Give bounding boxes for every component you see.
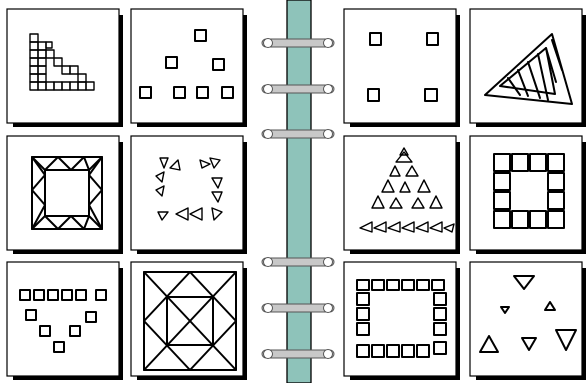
- card-square-frame-triangles[interactable]: [7, 136, 123, 254]
- card-four-corner-squares[interactable]: [344, 9, 460, 127]
- ring: [262, 304, 334, 313]
- card-staircase-of-squares[interactable]: [7, 9, 123, 127]
- ring: [262, 39, 334, 48]
- card-heart-of-squares[interactable]: [7, 262, 123, 380]
- left-page: [7, 9, 247, 380]
- right-page: [344, 9, 586, 380]
- ring: [262, 258, 334, 267]
- binding-spine: [287, 0, 311, 383]
- card-triangle-tree[interactable]: [344, 136, 460, 254]
- ring: [262, 130, 334, 139]
- card-rectangle-of-squares[interactable]: [344, 262, 460, 380]
- card-square-star-grid[interactable]: [131, 262, 247, 380]
- ring: [262, 350, 334, 359]
- ring: [262, 85, 334, 94]
- card-square-ring-squares[interactable]: [470, 136, 586, 254]
- card-scattered-triangles[interactable]: [470, 262, 586, 380]
- card-square-ring-triangles[interactable]: [131, 136, 247, 254]
- card-triangle-of-squares[interactable]: [131, 9, 247, 127]
- card-hatched-triangle[interactable]: [470, 9, 586, 127]
